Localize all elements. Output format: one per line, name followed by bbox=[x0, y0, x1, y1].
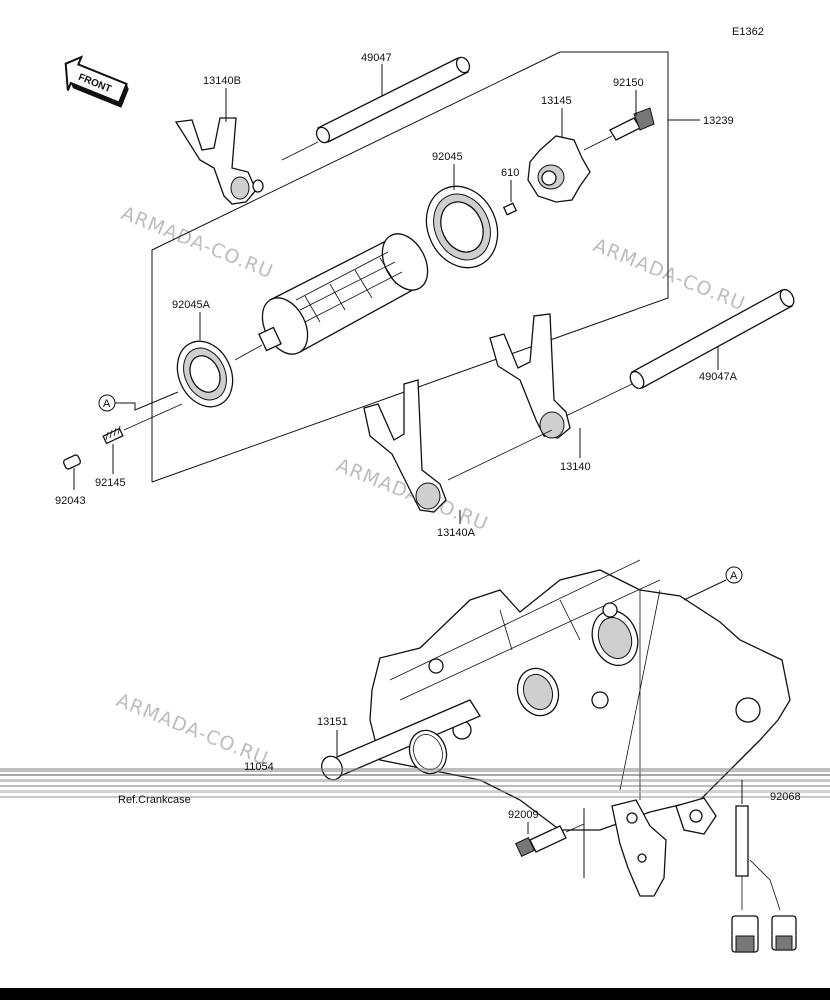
gear-position-sensor bbox=[675, 797, 797, 953]
label-13140: 13140 bbox=[560, 461, 591, 473]
pin-610 bbox=[502, 202, 518, 216]
shift-fork-13140b bbox=[174, 117, 264, 205]
watermark-2: ARMADA-CO.RU bbox=[590, 234, 748, 315]
shift-drum bbox=[258, 233, 429, 355]
label-92043: 92043 bbox=[55, 495, 86, 507]
leader-ref-a-lower bbox=[683, 579, 727, 601]
label-13239: 13239 bbox=[703, 115, 734, 127]
spring-92145 bbox=[102, 425, 124, 445]
label-92145: 92145 bbox=[95, 477, 126, 489]
label-92009: 92009 bbox=[508, 809, 539, 821]
label-13151: 13151 bbox=[317, 716, 348, 728]
front-arrow-shadow bbox=[70, 83, 129, 108]
oring-11054 bbox=[408, 729, 448, 775]
fork-axis-13140a bbox=[447, 429, 553, 481]
ref-a-label-lower: A bbox=[730, 570, 738, 582]
shift-rod-49047a bbox=[629, 288, 795, 390]
shift-rod-49047 bbox=[315, 56, 471, 144]
drum-axis bbox=[234, 344, 263, 361]
diagram-code: E1362 bbox=[732, 26, 764, 38]
watermark-1: ARMADA-CO.RU bbox=[118, 202, 276, 283]
bolt-92009 bbox=[515, 825, 567, 857]
label-610: 610 bbox=[501, 167, 519, 179]
front-arrow: FRONT bbox=[64, 55, 129, 108]
spring-axis bbox=[123, 403, 183, 431]
bottom-border bbox=[0, 988, 830, 1000]
front-arrow-icon bbox=[64, 55, 128, 104]
scan-noise-band bbox=[0, 768, 830, 798]
ref-crankcase-label: Ref.Crankcase bbox=[118, 794, 191, 806]
shift-fork-13140 bbox=[489, 313, 571, 439]
label-13145: 13145 bbox=[541, 95, 572, 107]
label-sensor-cut: 92068 bbox=[770, 791, 801, 803]
label-92045a: 92045A bbox=[172, 299, 211, 311]
leader-ref-a-upper bbox=[115, 391, 179, 411]
bearing-92045a bbox=[176, 340, 234, 408]
bolt-92150 bbox=[609, 107, 655, 141]
label-92150: 92150 bbox=[613, 77, 644, 89]
bolt-axis bbox=[583, 135, 613, 151]
ref-a-label-upper: A bbox=[103, 398, 111, 410]
fork-axis-13140 bbox=[565, 383, 633, 417]
bearing-92045 bbox=[425, 185, 499, 269]
watermark-4: ARMADA-CO.RU bbox=[113, 689, 271, 770]
bolt-92009-axis bbox=[565, 823, 585, 833]
label-49047a: 49047A bbox=[699, 371, 738, 383]
ref-a-circle-lower bbox=[725, 566, 743, 584]
assembly-bracket bbox=[151, 51, 669, 483]
label-13140a: 13140A bbox=[437, 527, 476, 539]
shift-drum-star-13145 bbox=[527, 135, 591, 203]
label-11054: 11054 bbox=[244, 761, 274, 773]
rod-axis-49047 bbox=[281, 141, 319, 161]
label-13140b: 13140B bbox=[203, 75, 241, 87]
pin-92043 bbox=[62, 454, 82, 470]
crankcase bbox=[369, 559, 791, 831]
label-92045: 92045 bbox=[432, 151, 463, 163]
retainer-plate bbox=[611, 799, 667, 897]
shift-fork-13140a bbox=[363, 379, 447, 513]
label-49047: 49047 bbox=[361, 52, 392, 64]
